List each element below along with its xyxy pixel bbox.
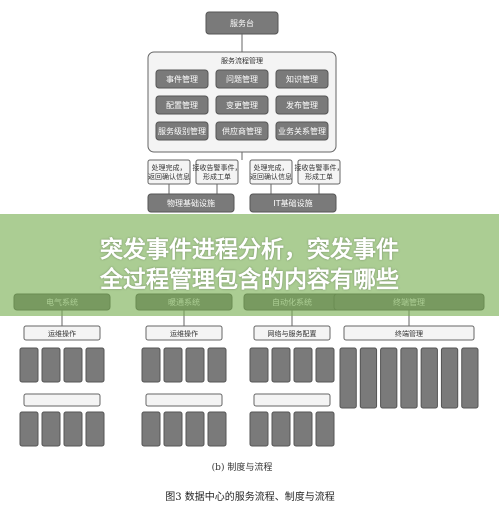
- process-item-label: 配置管理: [166, 100, 198, 110]
- process-item-box: [215, 121, 269, 141]
- it-infra-label: IT基础设施: [273, 198, 312, 208]
- leaf-box-lower: [163, 411, 183, 447]
- ops-sub-box: [23, 393, 101, 407]
- handling-text: 返回确认信息: [250, 172, 292, 181]
- leaf-box: [85, 347, 105, 383]
- handling-text: 形成工单: [203, 172, 231, 181]
- banner-line-2: 全过程管理包含的内容有哪些: [100, 267, 399, 293]
- leaf-box: [380, 347, 398, 409]
- leaf-box-lower: [19, 411, 39, 447]
- process-item-box: [215, 95, 269, 115]
- systems-row: 电气系统运维操作暖通系统运维操作自动化系统网络与服务配置终端管理终端管理: [13, 293, 485, 447]
- ops-sub-box: [253, 393, 331, 407]
- process-item-box: [275, 69, 329, 89]
- leaf-box-lower: [207, 411, 227, 447]
- handling-text: 处理完成，: [152, 163, 187, 172]
- leaf-box: [271, 347, 291, 383]
- leaf-box-lower: [271, 411, 291, 447]
- process-item-box: [155, 121, 209, 141]
- service-desk-label: 服务台: [230, 18, 254, 28]
- leaf-box: [339, 347, 357, 409]
- process-item-box: [215, 69, 269, 89]
- leaf-box: [41, 347, 61, 383]
- leaf-box: [141, 347, 161, 383]
- leaf-box-lower: [63, 411, 83, 447]
- process-item-label: 业务关系管理: [278, 126, 326, 136]
- leaf-box-lower: [185, 411, 205, 447]
- leaf-box: [185, 347, 205, 383]
- ops-label: 运维操作: [170, 329, 198, 338]
- leaf-box-lower: [249, 411, 269, 447]
- ops-label: 运维操作: [48, 329, 76, 338]
- ops-sub-box: [145, 393, 223, 407]
- it-infra-box: [249, 193, 337, 213]
- leaf-box: [249, 347, 269, 383]
- process-item-box: [155, 69, 209, 89]
- leaf-box: [207, 347, 227, 383]
- leaf-box: [440, 347, 459, 409]
- process-mgmt-label: 服务流程管理: [221, 56, 263, 65]
- handling-text: 处理完成，: [254, 163, 289, 172]
- handling-text: 接收告警事件，: [193, 163, 242, 172]
- handling-row: 处理完成，返回确认信息接收告警事件，形成工单处理完成，返回确认信息接收告警事件，…: [147, 159, 344, 194]
- process-item-label: 问题管理: [226, 74, 258, 84]
- leaf-box: [63, 347, 83, 383]
- title-banner: 突发事件进程分析，突发事件 全过程管理包含的内容有哪些: [0, 214, 499, 316]
- physical-infra-label: 物理基础设施: [167, 198, 215, 208]
- leaf-box: [293, 347, 313, 383]
- process-item-box: [275, 95, 329, 115]
- process-item-label: 发布管理: [286, 100, 318, 110]
- process-item-box: [155, 95, 209, 115]
- leaf-box: [461, 347, 479, 409]
- handling-text: 返回确认信息: [148, 172, 190, 181]
- leaf-box: [359, 347, 378, 409]
- process-item-label: 事件管理: [166, 74, 198, 84]
- process-item-box: [275, 121, 329, 141]
- leaf-box: [19, 347, 39, 383]
- handling-text: 接收告警事件，: [295, 163, 344, 172]
- leaf-box-lower: [293, 411, 313, 447]
- leaf-box-lower: [315, 411, 335, 447]
- ops-label: 网络与服务配置: [268, 329, 317, 338]
- ops-label: 终端管理: [395, 329, 423, 338]
- leaf-box: [163, 347, 183, 383]
- figure-caption: 图3 数据中心的服务流程、制度与流程: [165, 490, 335, 503]
- leaf-box: [400, 347, 418, 409]
- process-item-label: 服务级别管理: [158, 126, 206, 136]
- leaf-box: [315, 347, 335, 383]
- leaf-box-lower: [141, 411, 161, 447]
- leaf-box-lower: [41, 411, 61, 447]
- leaf-box-lower: [85, 411, 105, 447]
- process-item-label: 知识管理: [286, 74, 318, 84]
- process-item-label: 变更管理: [226, 100, 258, 110]
- process-item-label: 供应商管理: [222, 126, 262, 136]
- handling-text: 形成工单: [305, 172, 333, 181]
- physical-infra-box: [147, 193, 235, 213]
- sub-caption: (b) 制度与流程: [212, 461, 273, 473]
- banner-line-1: 突发事件进程分析，突发事件: [100, 237, 399, 263]
- leaf-box: [420, 347, 438, 409]
